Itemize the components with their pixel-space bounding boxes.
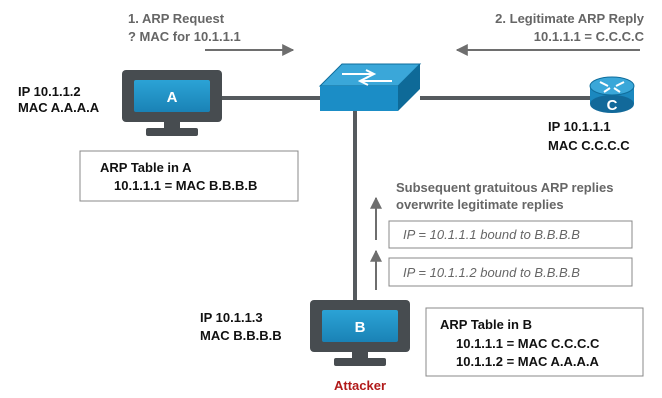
subsequent-label-line2: overwrite legitimate replies bbox=[396, 197, 564, 212]
network-links bbox=[222, 96, 590, 300]
arp-table-b-row-2: 10.1.1.2 = MAC A.A.A.A bbox=[456, 354, 600, 369]
gratuitous-reply-1: IP = 10.1.1.1 bound to B.B.B.B bbox=[388, 220, 633, 249]
arp-request-query: ? MAC for 10.1.1.1 bbox=[128, 29, 241, 44]
attacker-label: Attacker bbox=[334, 378, 386, 393]
host-b-monitor-icon: B bbox=[310, 300, 410, 366]
subsequent-label-line1: Subsequent gratuitous ARP replies bbox=[396, 180, 613, 195]
arp-table-a-title: ARP Table in A bbox=[100, 160, 192, 175]
arp-table-b-row-1: 10.1.1.1 = MAC C.C.C.C bbox=[456, 336, 600, 351]
arp-reply-value: 10.1.1.1 = C.C.C.C bbox=[534, 29, 645, 44]
arp-table-a-row: 10.1.1.1 = MAC B.B.B.B bbox=[114, 178, 257, 193]
host-a-mac: MAC A.A.A.A bbox=[18, 100, 100, 115]
router-c-icon: C bbox=[589, 76, 635, 114]
arp-table-a: ARP Table in A 10.1.1.1 = MAC B.B.B.B bbox=[79, 150, 299, 202]
arp-table-b: ARP Table in B 10.1.1.1 = MAC C.C.C.C 10… bbox=[425, 307, 644, 377]
router-c-letter: C bbox=[607, 97, 618, 114]
host-c-ip: IP 10.1.1.1 bbox=[548, 119, 611, 134]
gratuitous-reply-2-text: IP = 10.1.1.2 bound to B.B.B.B bbox=[403, 265, 580, 280]
host-b-letter: B bbox=[355, 319, 366, 336]
switch-icon bbox=[318, 63, 422, 111]
host-b-mac: MAC B.B.B.B bbox=[200, 328, 282, 343]
host-a-letter: A bbox=[167, 89, 178, 106]
gratuitous-reply-1-text: IP = 10.1.1.1 bound to B.B.B.B bbox=[403, 227, 580, 242]
arp-request-label: 1. ARP Request bbox=[128, 11, 225, 26]
host-b-ip: IP 10.1.1.3 bbox=[200, 310, 263, 325]
host-a-ip: IP 10.1.1.2 bbox=[18, 84, 81, 99]
host-c-mac: MAC C.C.C.C bbox=[548, 138, 630, 153]
arp-reply-label: 2. Legitimate ARP Reply bbox=[495, 11, 645, 26]
gratuitous-reply-2: IP = 10.1.1.2 bound to B.B.B.B bbox=[388, 257, 633, 287]
arp-table-b-title: ARP Table in B bbox=[440, 317, 532, 332]
host-a-monitor-icon: A bbox=[122, 70, 222, 136]
